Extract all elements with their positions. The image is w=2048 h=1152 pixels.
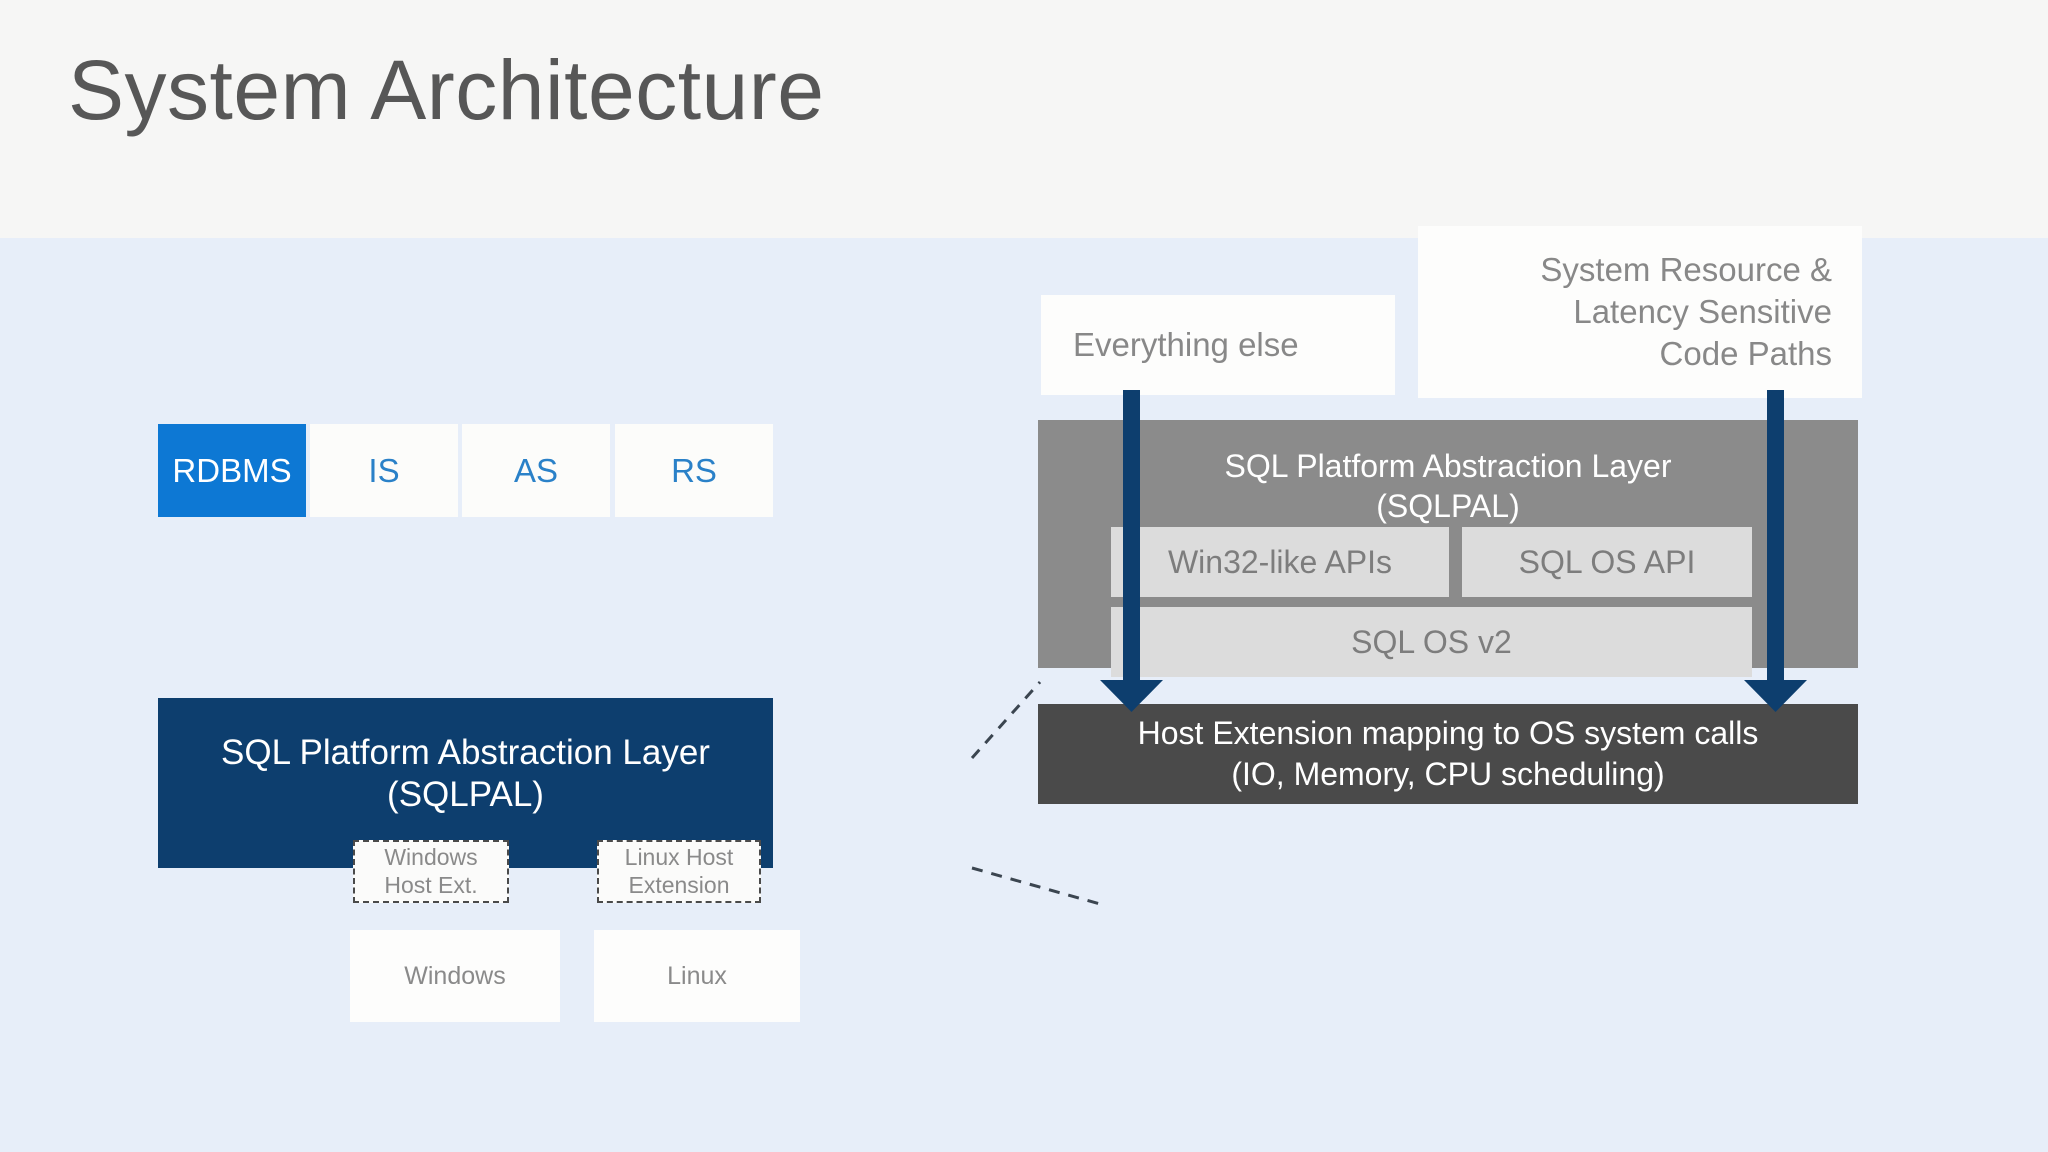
right-sqlpal-line2: (SQLPAL) — [1376, 488, 1520, 524]
os-tile-windows[interactable]: Windows — [350, 930, 560, 1022]
service-tile-as[interactable]: AS — [462, 424, 610, 517]
service-tile-label: RDBMS — [172, 451, 292, 489]
windows-host-extension-text: Windows Host Ext. — [384, 844, 477, 899]
os-tile-label: Linux — [667, 962, 727, 990]
connector-line-bottom — [971, 866, 1101, 906]
connector-line-top — [970, 680, 1042, 760]
callout-latency-sensitive: System Resource & Latency Sensitive Code… — [1418, 226, 1862, 398]
host-ext-line1: Windows — [384, 843, 478, 870]
host-ext-line2: Extension — [628, 871, 730, 898]
linux-host-extension-text: Linux Host Extension — [625, 844, 734, 899]
host-extension-mapping-text: Host Extension mapping to OS system call… — [1138, 713, 1759, 795]
mapping-line2: (IO, Memory, CPU scheduling) — [1231, 756, 1665, 792]
right-sqlpal-panel: SQL Platform Abstraction Layer (SQLPAL) … — [1038, 420, 1858, 677]
windows-host-extension-tile[interactable]: Windows Host Ext. — [353, 840, 509, 903]
host-ext-line2: Host Ext. — [384, 871, 478, 898]
os-tile-label: Windows — [404, 962, 506, 990]
service-tile-is[interactable]: IS — [310, 424, 458, 517]
architecture-diagram: RDBMS IS AS RS SQL Platform Abstraction … — [0, 226, 2048, 1152]
mapping-line1: Host Extension mapping to OS system call… — [1137, 715, 1759, 752]
api-box-win32[interactable]: Win32-like APIs — [1111, 527, 1449, 597]
callout-everything-else: Everything else — [1041, 295, 1395, 395]
host-extension-mapping-box: Host Extension mapping to OS system call… — [1038, 704, 1858, 804]
api-box-label: SQL OS v2 — [1351, 623, 1512, 660]
api-box-label: Win32-like APIs — [1167, 543, 1393, 580]
left-sqlpal-block: SQL Platform Abstraction Layer (SQLPAL) — [158, 698, 773, 868]
page-title: System Architecture — [68, 43, 825, 137]
callout-line3: Code Paths — [1659, 335, 1832, 373]
left-sqlpal-text: SQL Platform Abstraction Layer (SQLPAL) — [221, 732, 710, 816]
right-sqlpal-line1: SQL Platform Abstraction Layer — [1224, 448, 1672, 484]
linux-host-extension-tile[interactable]: Linux Host Extension — [597, 840, 761, 903]
api-box-sqlos-v2[interactable]: SQL OS v2 — [1111, 607, 1752, 677]
header-bar: System Architecture — [0, 0, 2048, 238]
service-tile-label: RS — [671, 451, 717, 489]
callout-line1: System Resource & — [1540, 250, 1832, 288]
api-box-label: SQL OS API — [1518, 543, 1696, 580]
callout-latency-text: System Resource & Latency Sensitive Code… — [1540, 249, 1832, 376]
right-sqlpal-title: SQL Platform Abstraction Layer (SQLPAL) — [1038, 446, 1858, 526]
service-tile-rdbms[interactable]: RDBMS — [158, 424, 306, 517]
callout-line1: Everything else — [1073, 325, 1299, 363]
service-tile-label: AS — [513, 451, 559, 489]
service-tile-label: IS — [368, 451, 400, 489]
host-ext-line1: Linux Host — [624, 843, 734, 870]
api-box-sqlos-api[interactable]: SQL OS API — [1462, 527, 1752, 597]
left-sqlpal-line2: (SQLPAL) — [387, 775, 544, 814]
left-sqlpal-line1: SQL Platform Abstraction Layer — [221, 733, 710, 772]
callout-line2: Latency Sensitive — [1573, 292, 1832, 330]
os-tile-linux[interactable]: Linux — [594, 930, 800, 1022]
service-tile-rs[interactable]: RS — [615, 424, 773, 517]
